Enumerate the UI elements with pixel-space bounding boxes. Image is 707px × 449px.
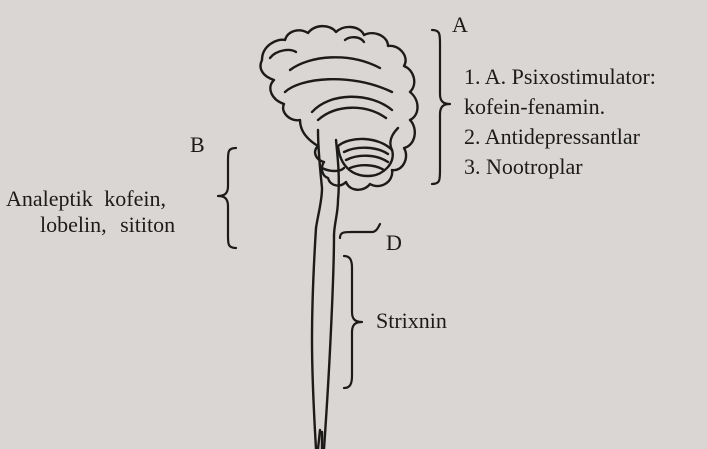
brace-b	[218, 148, 236, 248]
gyrus-line-2	[285, 79, 392, 92]
region-a-item-4: 3. Nootroplar	[464, 154, 583, 180]
spinal-cord-right	[324, 236, 334, 449]
pons	[322, 168, 344, 171]
cerebellum-stripe-1	[344, 148, 388, 154]
brace-a	[432, 30, 450, 184]
brace-strixnin	[344, 256, 362, 388]
brainstem-right	[334, 140, 339, 236]
region-a-item-3: 2. Antidepressantlar	[464, 124, 640, 150]
gyrus-line-5	[390, 128, 398, 150]
corpus-callosum-inner	[318, 108, 386, 120]
cerebellum-stripe-3	[350, 165, 384, 170]
label-b: B	[190, 132, 205, 158]
spinal-cord-left	[312, 228, 316, 449]
gyrus-line-3	[270, 50, 296, 58]
label-d: D	[386, 230, 402, 256]
region-a-item-1: 1. A. Psixostimulator:	[464, 64, 656, 90]
gyrus-line-1	[290, 57, 380, 70]
brace-d	[340, 224, 380, 238]
region-b-line-1: Analeptik kofein,	[6, 186, 166, 212]
region-b-line-2: lobelin, sititon	[40, 212, 175, 238]
cauda-equina	[318, 430, 322, 449]
region-a-item-2: kofein-fenamin.	[464, 94, 605, 120]
label-a: A	[452, 12, 468, 38]
region-d-text: Strixnin	[376, 308, 447, 334]
gyrus-line-4	[345, 37, 364, 42]
corpus-callosum	[312, 97, 392, 112]
cerebellum-stripe-2	[346, 156, 388, 162]
